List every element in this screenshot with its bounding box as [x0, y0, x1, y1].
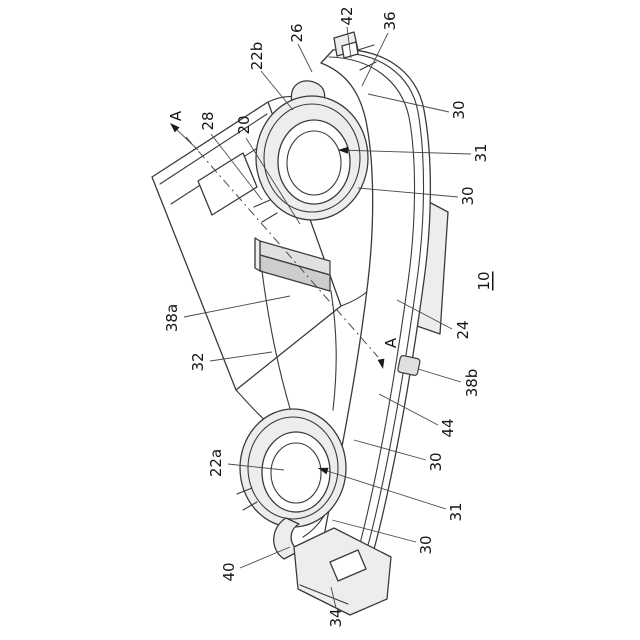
ref-label-44: 44: [439, 418, 457, 437]
ref-label-30-4: 30: [417, 535, 435, 554]
ref-label-22a: 22a: [207, 449, 225, 477]
ref-label-36: 36: [381, 11, 399, 30]
section-line: [170, 123, 385, 369]
ref-label-30-3: 30: [427, 452, 445, 471]
ref-label-30-1: 30: [450, 100, 468, 119]
base-foot: [273, 517, 392, 616]
reference-labels: 42 36 26 22b 28 20 A 30 31 30 10 24 38b …: [163, 6, 493, 627]
ref-label-31-1: 31: [472, 143, 490, 162]
ref-label-28: 28: [199, 111, 217, 130]
ref-label-42: 42: [338, 6, 356, 25]
ref-label-10: 10: [475, 271, 493, 290]
section-arrow-top: [170, 123, 180, 133]
ref-label-24: 24: [454, 320, 472, 339]
ref-label-20: 20: [235, 115, 253, 134]
upper-clamp: [253, 80, 369, 223]
ref-label-30-2: 30: [459, 186, 477, 205]
ref-label-31-2: 31: [447, 502, 465, 521]
leader-arrow-31-upper: [338, 146, 349, 154]
ref-label-32: 32: [189, 352, 207, 371]
section-label-a-mid: A: [382, 337, 400, 348]
leader-arrow-31-lower: [318, 467, 329, 475]
ref-label-38a: 38a: [163, 304, 181, 332]
side-clip: [397, 355, 421, 376]
ref-label-38b: 38b: [463, 369, 481, 398]
section-arrow-mid: [377, 358, 385, 369]
section-label-a-top: A: [167, 110, 185, 121]
ref-label-22b: 22b: [248, 42, 266, 71]
ref-label-40: 40: [220, 562, 238, 581]
lower-clamp: [236, 408, 347, 528]
ref-label-26: 26: [288, 23, 306, 42]
ref-label-34: 34: [327, 608, 345, 627]
leader-lines: [183, 26, 472, 609]
